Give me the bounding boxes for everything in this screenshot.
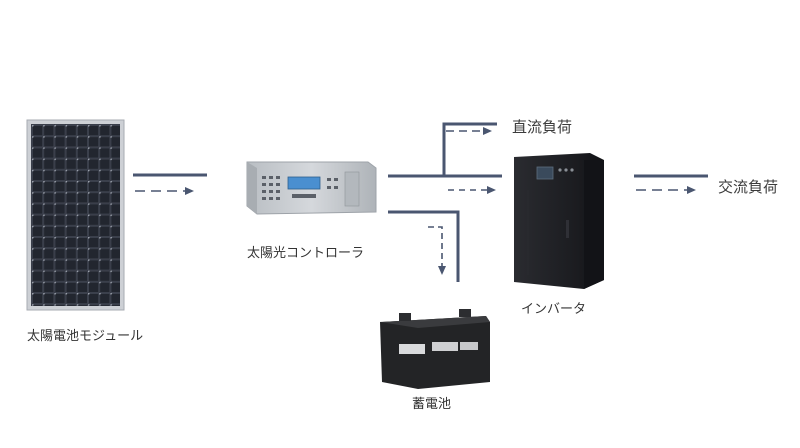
arrowhead-icon [185, 187, 194, 195]
controller-image [246, 161, 377, 215]
battery-label: 蓄電池 [412, 397, 452, 412]
solar-panel-image [26, 119, 125, 311]
battery-dashed-arrow [428, 226, 443, 268]
dc-load-label: 直流負荷 [512, 118, 573, 136]
ac-load-label: 交流負荷 [718, 178, 779, 196]
arrowhead-icon [438, 266, 446, 275]
battery-image [380, 309, 490, 389]
battery-branch-line [388, 210, 460, 282]
arrowhead-icon [687, 186, 696, 194]
solar-module-label: 太陽電池モジュール [27, 329, 144, 344]
controller-label: 太陽光コントローラ [247, 246, 365, 261]
arrowhead-icon [483, 127, 492, 135]
dc-load-branch-line [442, 122, 497, 176]
inverter-image [514, 153, 604, 289]
arrowhead-icon [487, 186, 496, 194]
inverter-label: インバータ [521, 302, 587, 317]
